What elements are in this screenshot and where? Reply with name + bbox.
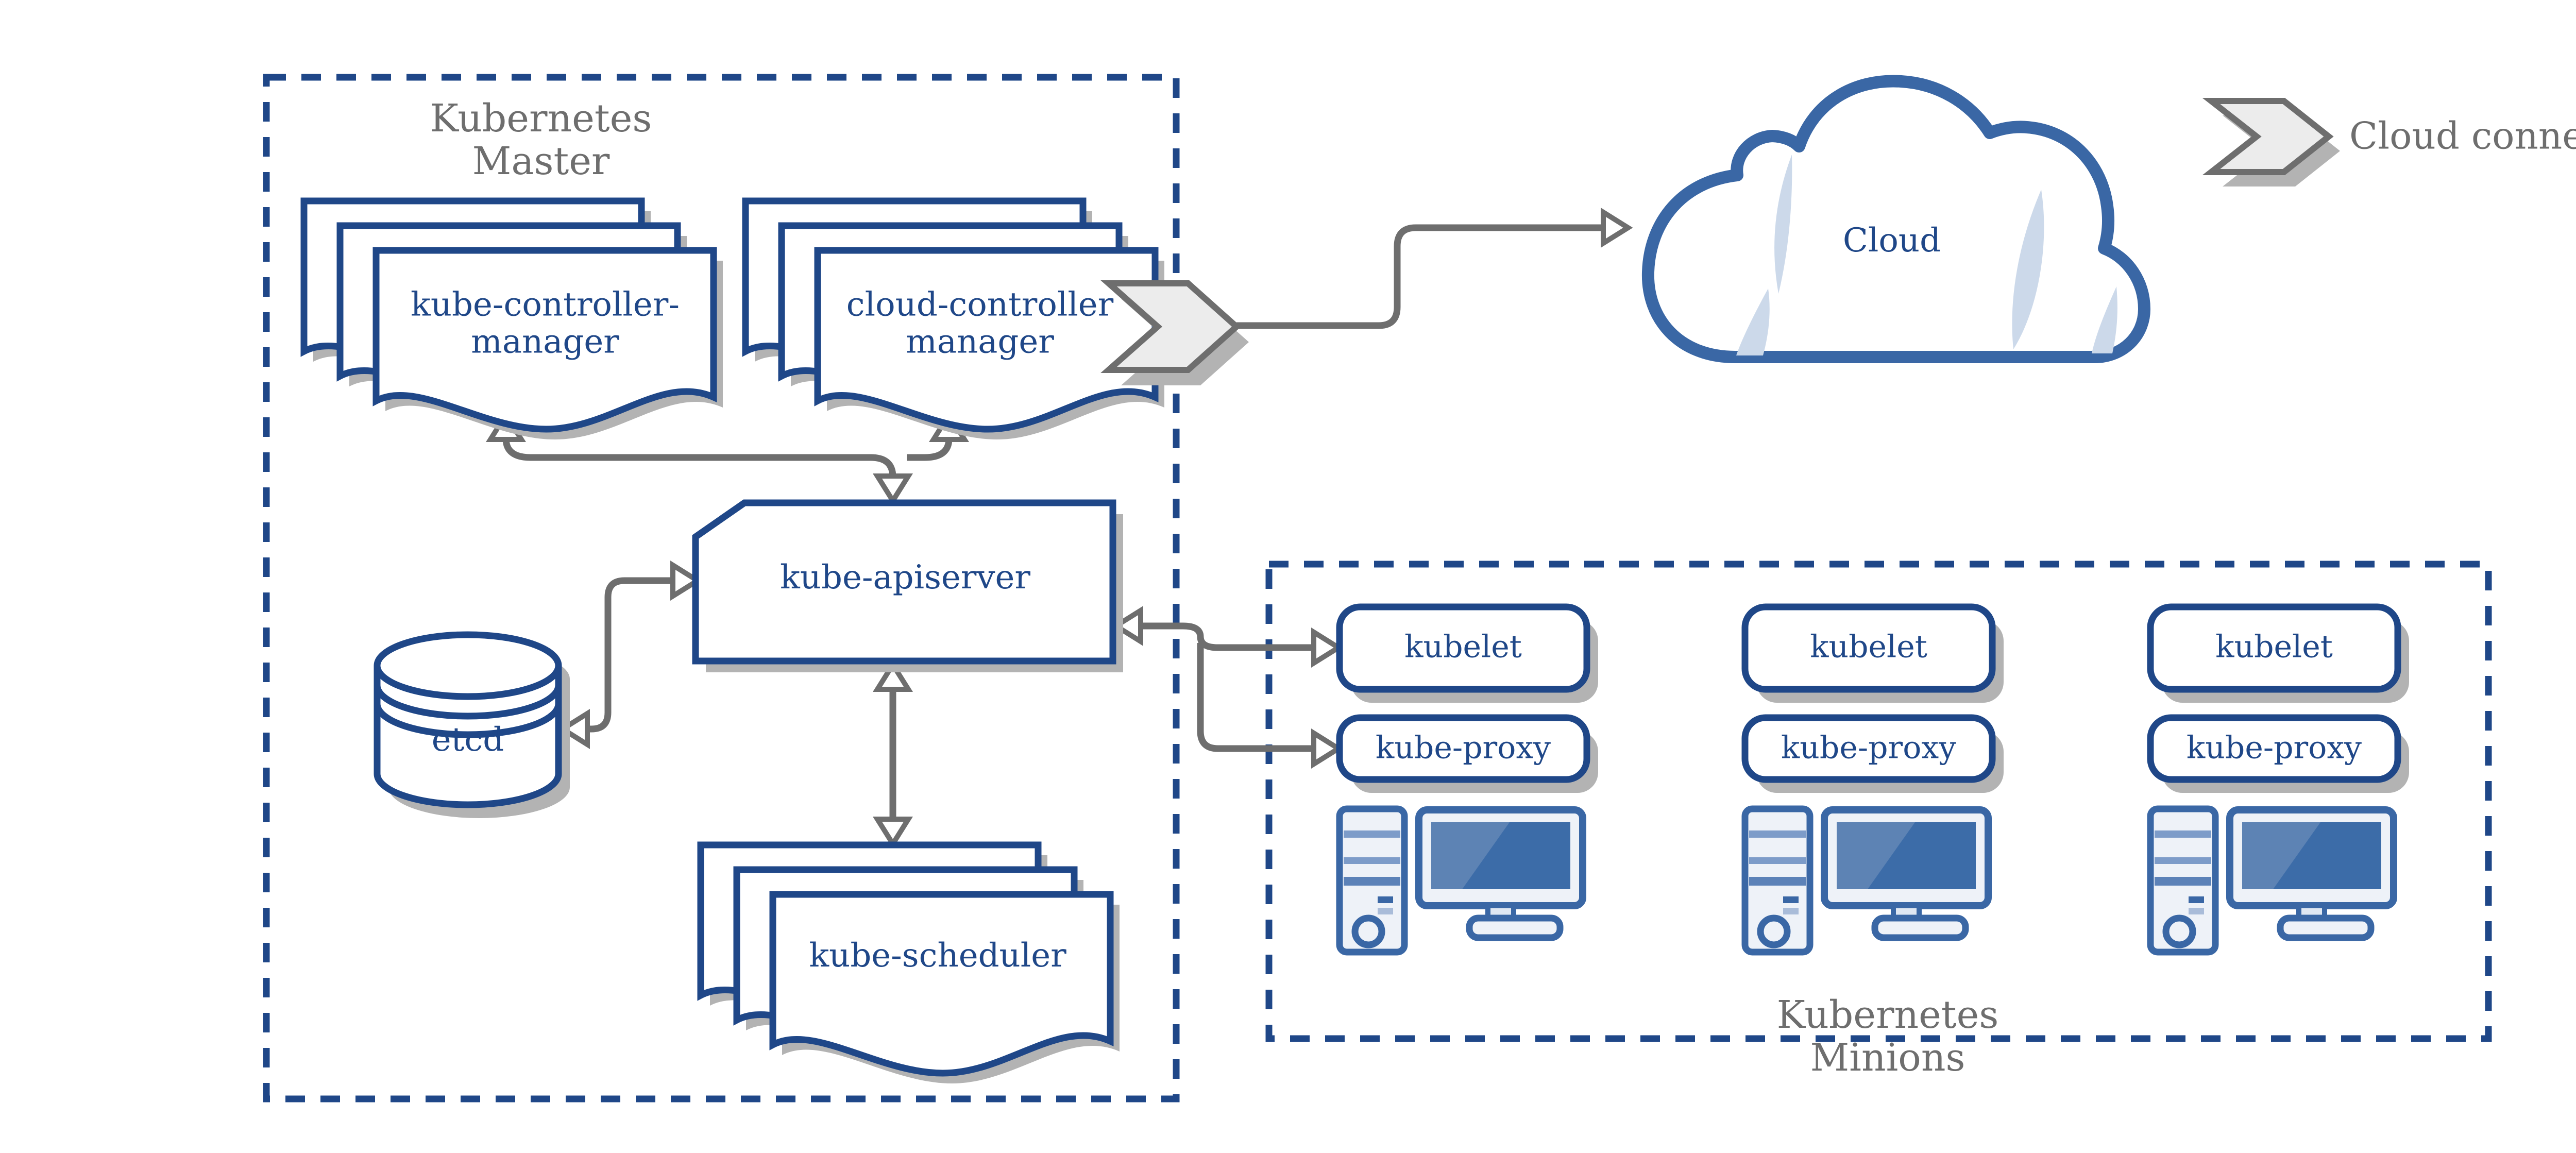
cloud-controller-manager-line2: manager <box>906 323 1054 361</box>
kubelet-label-1: kubelet <box>1404 629 1522 665</box>
kubelet-label-2: kubelet <box>1810 629 1927 665</box>
kube-apiserver-shape <box>692 499 1123 672</box>
kube-proxy-label-2: kube-proxy <box>1781 730 1957 766</box>
master-title: Kubernetes Master <box>430 97 652 183</box>
kube-controller-manager-line1: kube-controller- <box>411 285 680 324</box>
connector-apiserver-scheduler <box>872 659 913 849</box>
minions-title-line2: Minions <box>1810 1036 1965 1080</box>
cloud-controller-manager-label: cloud-controller manager <box>846 286 1114 360</box>
kube-proxy-label-3: kube-proxy <box>2186 730 2362 766</box>
etcd-cylinder <box>374 631 570 818</box>
minions-title: Kubernetes Minions <box>1777 994 1999 1079</box>
minions-boundary <box>1265 561 2492 1042</box>
computer-icon-1 <box>1340 809 1583 952</box>
master-title-line1: Kubernetes <box>430 96 652 141</box>
node-1 <box>1336 603 1598 952</box>
connector-apiserver-etcd <box>557 560 703 750</box>
legend-cloud-connector-icon <box>2202 98 2340 186</box>
kubelet-box-3 <box>2147 603 2401 693</box>
kubelet-label-3: kubelet <box>2215 629 2333 665</box>
legend-cloud-connector-label: Cloud connector <box>2349 114 2576 158</box>
kubelet-box-2 <box>1741 603 1996 693</box>
kube-controller-manager-line2: manager <box>471 323 619 361</box>
master-boundary <box>263 74 1180 1103</box>
kube-proxy-box-3 <box>2147 714 2401 783</box>
kubelet-box-1 <box>1336 603 1590 693</box>
master-title-line2: Master <box>472 139 610 183</box>
cloud-controller-manager-line1: cloud-controller <box>846 285 1114 324</box>
kube-proxy-label-1: kube-proxy <box>1375 730 1551 766</box>
connector-apiserver-nodes <box>1111 605 1344 769</box>
computer-icon-2 <box>1745 809 1988 952</box>
connector-cloud <box>1236 207 1633 329</box>
minions-title-line1: Kubernetes <box>1776 993 1999 1038</box>
cloud-shape <box>1641 75 2150 363</box>
kube-proxy-box-2 <box>1741 714 1996 783</box>
computer-icon-3 <box>2150 809 2394 952</box>
node-3 <box>2147 603 2409 952</box>
cloud-label: Cloud <box>1842 222 1941 260</box>
etcd-label: etcd <box>431 721 504 759</box>
kube-proxy-box-1 <box>1336 714 1590 783</box>
cloud-connector-icon <box>1100 280 1249 385</box>
kube-apiserver-label: kube-apiserver <box>780 558 1030 597</box>
kube-scheduler-label: kube-scheduler <box>809 937 1066 975</box>
node-2 <box>1741 603 2004 952</box>
kube-controller-manager-label: kube-controller- manager <box>411 286 680 360</box>
